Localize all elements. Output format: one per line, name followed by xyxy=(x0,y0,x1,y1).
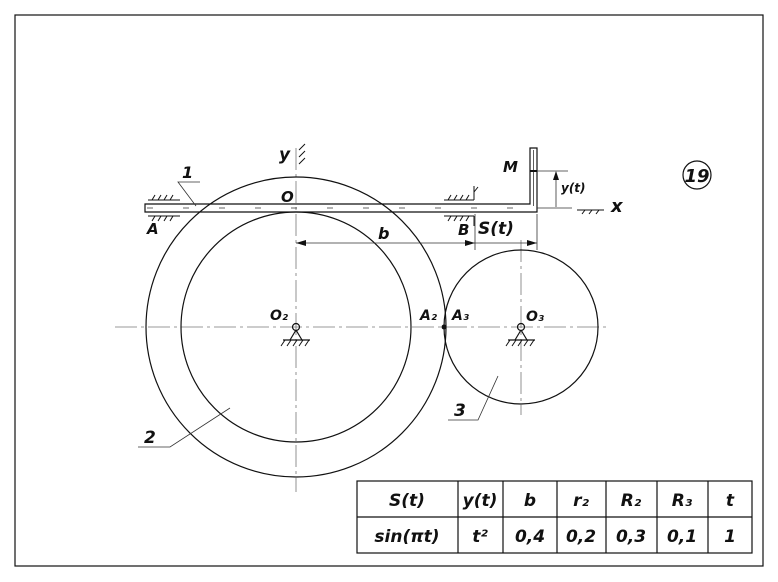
table-cell: 1 xyxy=(724,527,736,547)
leader-3 xyxy=(448,375,499,421)
table-header: R₃ xyxy=(672,491,693,511)
o3-label: O₃ xyxy=(526,309,544,325)
guide-a xyxy=(148,194,180,222)
problem-number-circle xyxy=(682,160,712,190)
b-arrow-left xyxy=(296,240,306,246)
table-header: r₂ xyxy=(573,491,589,511)
origin-label: O xyxy=(281,188,294,206)
leader-2 xyxy=(138,407,231,448)
point-b-label: B xyxy=(458,221,469,239)
a2-label: A₂ xyxy=(419,308,438,324)
y-axis-label: y xyxy=(279,145,291,165)
body-2-label: 2 xyxy=(144,428,156,448)
problem-number: 19 xyxy=(684,166,709,187)
b-arrow-right xyxy=(465,240,475,246)
table-cell: 0,4 xyxy=(515,527,545,547)
body-1-label: 1 xyxy=(182,163,193,182)
point-a-label: A xyxy=(146,220,159,238)
x-axis-label: x xyxy=(610,196,624,217)
a3-label: A₃ xyxy=(451,308,469,324)
point-m-label: M xyxy=(503,158,518,176)
s-t-label: S(t) xyxy=(478,219,514,239)
contact-point xyxy=(441,324,447,330)
y-t-label: y(t) xyxy=(561,181,586,195)
body-3-label: 3 xyxy=(454,401,466,421)
table-header: y(t) xyxy=(463,491,498,511)
x-axis-hatch xyxy=(577,209,604,215)
parameters-table: S(t) y(t) b r₂ R₂ R₃ t sin(πt) t² 0,4 0,… xyxy=(356,480,753,554)
s-arrow xyxy=(527,240,537,246)
y-axis-hatch xyxy=(298,143,306,165)
y-t-arrow xyxy=(553,171,559,180)
table-header: R₂ xyxy=(621,491,642,511)
table-cell: 0,3 xyxy=(616,527,646,547)
rod-1 xyxy=(144,147,538,213)
table-cell: 0,2 xyxy=(566,527,596,547)
o2-pivot-support xyxy=(280,322,310,347)
table-cell: t² xyxy=(472,527,488,547)
guide-b xyxy=(444,186,479,226)
table-header: b xyxy=(524,491,536,511)
table-header: t xyxy=(726,491,735,511)
o2-label: O₂ xyxy=(270,308,289,324)
b-label: b xyxy=(378,224,389,243)
table-cell: sin(πt) xyxy=(374,527,439,547)
o3-pivot-support xyxy=(505,322,535,347)
table-cell: 0,1 xyxy=(667,527,697,547)
table-header: S(t) xyxy=(389,491,425,511)
leader-1 xyxy=(177,181,200,207)
frame-border xyxy=(14,14,764,567)
